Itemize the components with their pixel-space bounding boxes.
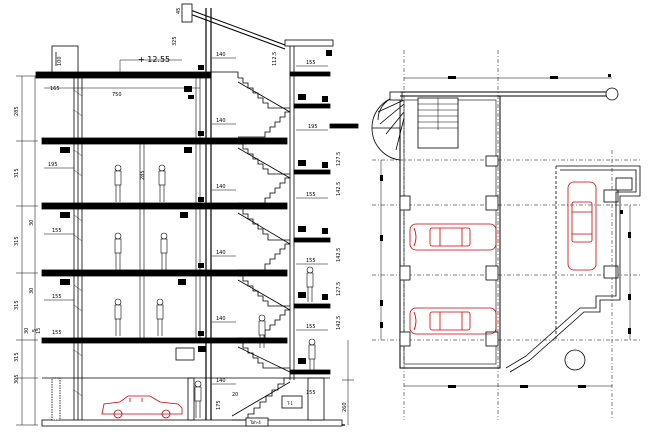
room-width-1: 195: [48, 162, 58, 168]
small-dim-5: 127.5: [336, 282, 342, 296]
misc-dim-4: 15: [36, 328, 42, 334]
slab-dim: 750: [112, 92, 122, 98]
misc-dim-5: 175: [216, 400, 222, 410]
small-dim-2: 127.5: [336, 152, 342, 166]
small-dim-3: 142.5: [336, 182, 342, 196]
small-dim-4: 142.5: [336, 248, 342, 262]
landing-dim-5: 140: [216, 316, 226, 322]
room-width-2: 155: [52, 228, 62, 234]
door-height-dim: 285: [140, 170, 146, 180]
section-labels: + 12.55 100 165 750 285 315 315 315 315 …: [14, 8, 348, 425]
person-figures: [114, 164, 316, 418]
car-elevation: [101, 395, 183, 419]
tank-label: T-1: [286, 401, 294, 406]
right-dim-1: 155: [306, 60, 316, 66]
room-width-3: 155: [52, 294, 62, 300]
landing-dim-6: 140: [216, 378, 226, 384]
setback-dim: 165: [50, 86, 60, 92]
floor-height-7: 260: [342, 402, 348, 412]
building-section: [16, 3, 359, 427]
floor-height-2: 315: [14, 168, 20, 178]
right-dim-4: 155: [306, 258, 316, 264]
right-dim-5: 155: [306, 324, 316, 330]
beam-dim-1: 30: [29, 220, 35, 226]
right-dim-6: 155: [306, 390, 316, 396]
parapet-dim: 100: [57, 56, 63, 66]
right-dim-3: 155: [306, 192, 316, 198]
floor-height-1: 285: [14, 106, 20, 116]
misc-dim-2: 45: [176, 8, 182, 14]
level-label: + 12.55: [138, 55, 170, 64]
landing-dim-4: 140: [216, 250, 226, 256]
parked-cars-plan: [409, 181, 597, 335]
car-plan-2: [409, 307, 497, 335]
beam-dim-3: 30: [24, 328, 30, 334]
landing-dim-2: 140: [216, 118, 226, 124]
misc-dim-1: 325: [172, 36, 178, 46]
misc-dim-6: 20: [232, 392, 238, 398]
floor-height-5: 315: [14, 352, 20, 362]
car-plan-3: [567, 181, 597, 271]
floor-height-4: 315: [14, 300, 20, 310]
misc-dim-3: 5: [32, 329, 38, 332]
floor-height-3: 315: [14, 236, 20, 246]
small-dim-6: 142.5: [336, 316, 342, 330]
small-dim-1: 112.5: [272, 52, 278, 66]
beam-dim-2: 30: [29, 288, 35, 294]
car-plan-1: [409, 223, 497, 251]
room-width-4: 155: [52, 330, 62, 336]
landing-dim-3: 140: [216, 184, 226, 190]
sump-label: Tah-4: [249, 420, 261, 425]
ground-plan: [371, 50, 641, 420]
right-dim-2: 195: [308, 124, 318, 130]
floor-height-6: 305: [14, 374, 20, 384]
landing-dim-1: 140: [216, 52, 226, 58]
